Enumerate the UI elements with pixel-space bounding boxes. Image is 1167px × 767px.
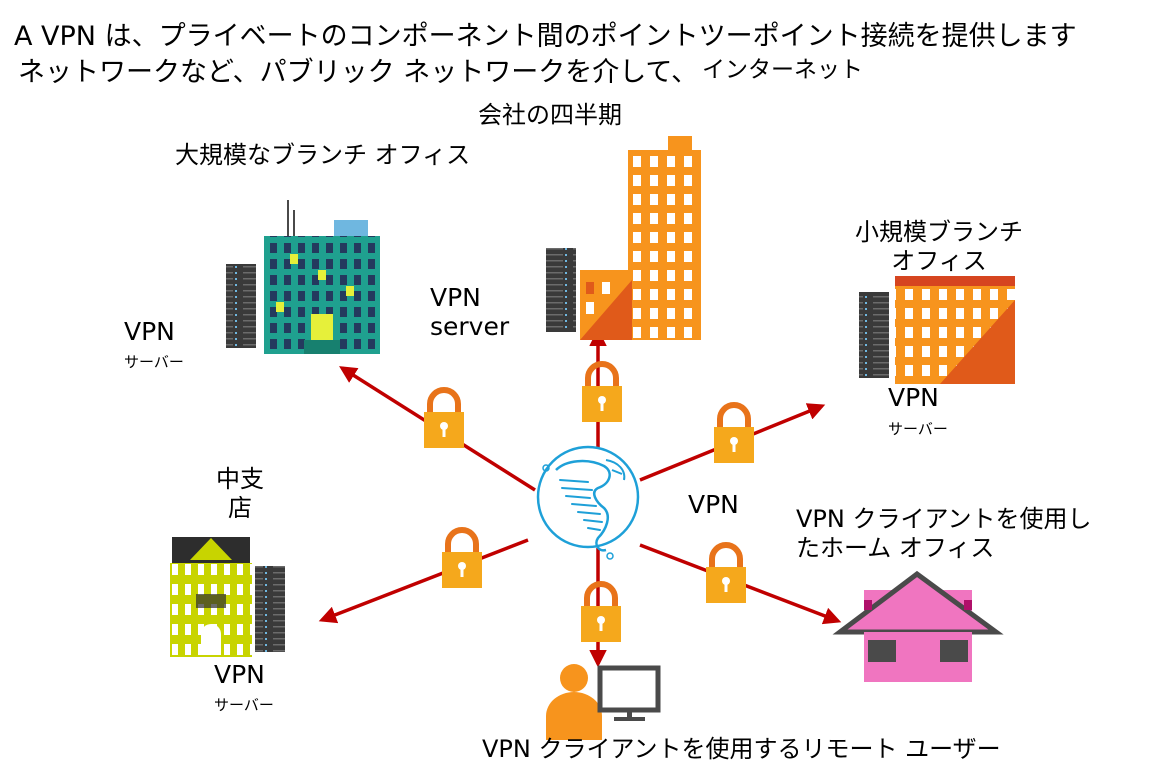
mid-branch-vpn-label: VPN — [214, 660, 265, 689]
small-branch-title-line-1: 小規模ブランチ — [855, 218, 1023, 246]
center-vpn-label: VPN — [688, 490, 739, 519]
lock-icon-large-branch — [424, 387, 464, 448]
small-branch-vpn-label: VPN — [888, 383, 939, 412]
large-branch-title: 大規模なブランチ オフィス — [175, 141, 471, 169]
home-office-house-icon — [832, 570, 1004, 682]
small-branch-server-icon — [859, 292, 889, 378]
large-branch-server-icon — [226, 264, 256, 348]
mid-branch-server-label: サーバー — [214, 696, 274, 714]
hq-server-label: server — [430, 312, 510, 341]
large-branch-vpn-label: VPN — [124, 317, 175, 346]
internet-label: インターネット — [702, 57, 863, 83]
header-line-1: A VPN は、プライベートのコンポーネント間のポイントツーポイント接続を提供し… — [14, 21, 1077, 52]
mid-branch-title-line-2: 店 — [228, 494, 252, 522]
lock-icon-hq — [582, 361, 622, 422]
small-branch-title-line-2: オフィス — [891, 247, 987, 275]
lock-icon-remote-user — [581, 581, 621, 642]
home-office-title-line-1: VPN クライアントを使用し — [796, 505, 1092, 533]
hq-title: 会社の四半期 — [478, 101, 622, 129]
large-branch-building-icon — [264, 200, 380, 354]
arrow-to-mid-branch — [318, 538, 529, 624]
hq-vpn-label: VPN — [430, 283, 481, 312]
remote-user-icon — [546, 664, 602, 740]
lock-icon-small-branch — [714, 402, 754, 463]
mid-branch-building-icon — [170, 537, 252, 657]
header-line-2: ネットワークなど、パブリック ネットワークを介して、 — [18, 57, 699, 88]
lock-icon-home-office — [706, 542, 746, 603]
mid-branch-title-line-1: 中支 — [216, 465, 264, 493]
remote-user-title: VPN クライアントを使用するリモート ユーザー — [482, 735, 1001, 763]
large-branch-server-label: サーバー — [124, 353, 184, 371]
hq-server-icon — [546, 248, 576, 332]
monitor-icon — [597, 665, 661, 721]
mid-branch-server-icon — [255, 566, 285, 652]
home-office-title-line-2: たホーム オフィス — [796, 534, 995, 562]
lock-icon-mid-branch — [442, 527, 482, 588]
small-branch-building-icon — [895, 276, 1015, 384]
small-branch-server-label: サーバー — [888, 420, 948, 438]
hq-building-icon — [580, 136, 701, 340]
internet-globe-icon — [536, 445, 640, 560]
